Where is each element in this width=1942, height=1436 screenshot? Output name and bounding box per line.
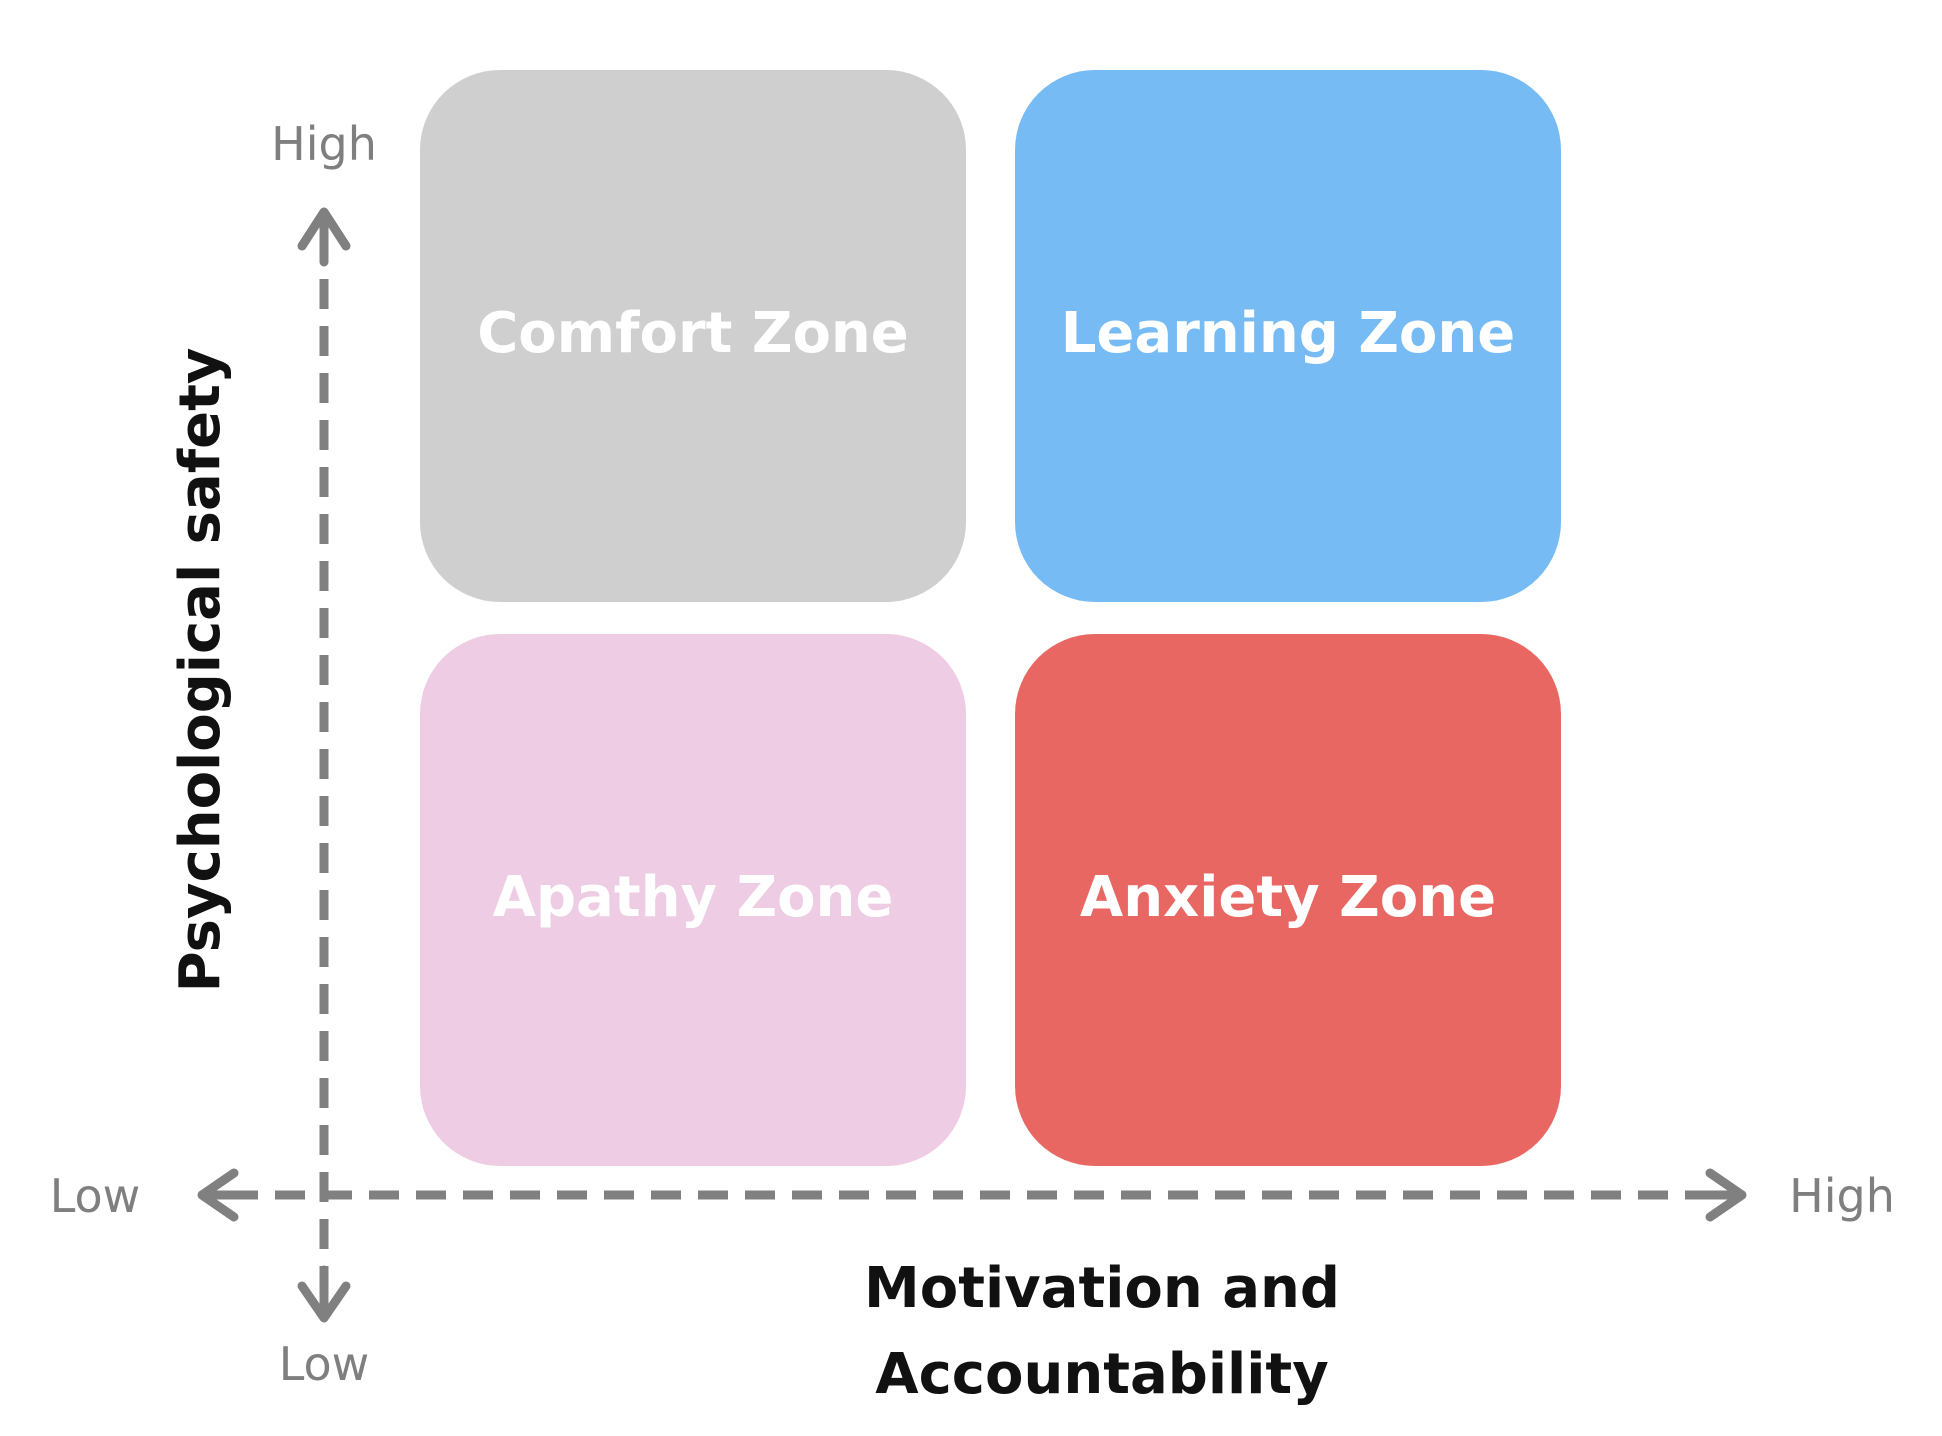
apathy-zone-quadrant: Apathy Zone xyxy=(420,634,966,1166)
quadrant-grid: Comfort Zone Learning Zone Apathy Zone A… xyxy=(420,70,1561,1166)
comfort-zone-label: Comfort Zone xyxy=(477,301,909,366)
x-axis: Low High Motivation and Accountability xyxy=(50,1168,1895,1407)
learning-zone-box xyxy=(1015,70,1561,602)
apathy-zone-label: Apathy Zone xyxy=(493,865,894,930)
anxiety-zone-quadrant: Anxiety Zone xyxy=(1015,634,1561,1166)
y-axis: High Low Psychological safety xyxy=(168,117,377,1391)
comfort-zone-quadrant: Comfort Zone xyxy=(420,70,966,602)
learning-zone-label: Learning Zone xyxy=(1061,301,1516,366)
x-axis-title-line-2: Accountability xyxy=(875,1342,1328,1407)
anxiety-zone-box xyxy=(1015,634,1561,1166)
apathy-zone-box xyxy=(420,634,966,1166)
anxiety-zone-label: Anxiety Zone xyxy=(1080,865,1496,930)
x-axis-low-label: Low xyxy=(50,1169,141,1223)
comfort-zone-box xyxy=(420,70,966,602)
learning-zone-quadrant: Learning Zone xyxy=(1015,70,1561,602)
x-axis-title-line-1: Motivation and xyxy=(864,1256,1340,1321)
y-axis-title: Psychological safety xyxy=(168,348,233,993)
x-axis-high-label: High xyxy=(1789,1169,1895,1223)
y-axis-high-label: High xyxy=(271,117,377,171)
y-axis-low-label: Low xyxy=(279,1337,370,1391)
